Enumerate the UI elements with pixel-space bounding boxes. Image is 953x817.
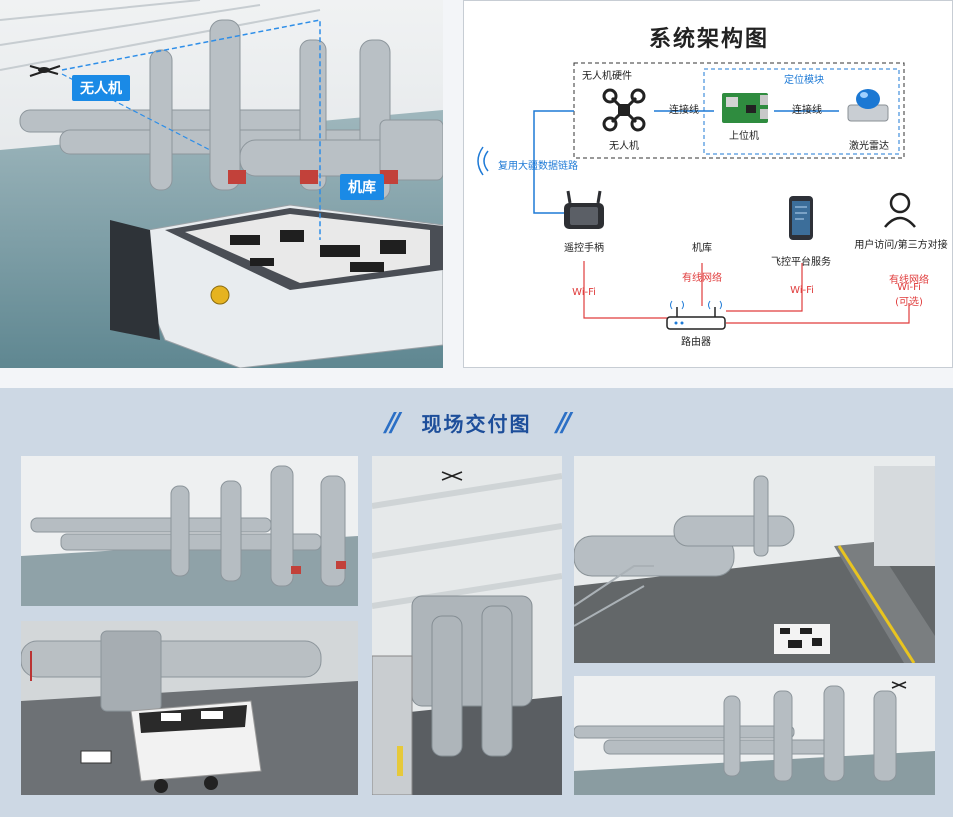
hangar-label: 机库 (692, 243, 712, 254)
lidar-label: 激光雷达 (849, 141, 889, 152)
drone-label: 无人机 (609, 141, 639, 152)
connection-label-2: 连接线 (792, 105, 822, 116)
hero-photo-substation: 无人机 机库 (0, 0, 443, 368)
wired-wifi-optional-3: (可选) (895, 297, 923, 308)
wired-wifi-optional-1: 有线网络 (889, 275, 929, 286)
host-computer-label: 上位机 (729, 131, 759, 142)
site-photo-2 (21, 621, 358, 795)
delivery-title-text: 现场交付图 (421, 412, 532, 436)
router-label: 路由器 (681, 337, 711, 348)
architecture-diagram: 系统架构图 无人机硬件 定位模块 无人机 连接线 上位机 连接线 激光雷达 复用… (463, 0, 953, 368)
connection-label-1: 连接线 (669, 105, 699, 116)
positioning-group-label: 定位模块 (784, 75, 824, 86)
site-photo-3 (372, 456, 562, 795)
wifi-right-label: Wi-Fi (790, 285, 814, 296)
site-photo-4 (574, 456, 935, 663)
data-link-label: 复用大疆数据链路 (498, 161, 578, 172)
wired-wifi-optional-2: Wi-Fi (897, 282, 921, 293)
flight-platform-label: 飞控平台服务 (771, 257, 831, 268)
wired-network-label: 有线网络 (682, 273, 722, 284)
site-photo-5 (574, 676, 935, 795)
architecture-title: 系统架构图 (648, 27, 769, 52)
hardware-group-label: 无人机硬件 (582, 71, 632, 82)
drone-tag: 无人机 (72, 75, 130, 101)
remote-controller-label: 遥控手柄 (564, 243, 604, 254)
slashes-right: // (556, 408, 571, 438)
delivery-title: // 现场交付图 // (0, 408, 953, 438)
wifi-left-label: Wi-Fi (572, 287, 596, 298)
user-access-label: 用户访问/第三方对接 (854, 240, 948, 251)
hangar-tag: 机库 (340, 174, 384, 200)
slashes-left: // (385, 408, 401, 438)
site-photo-1 (21, 456, 358, 606)
